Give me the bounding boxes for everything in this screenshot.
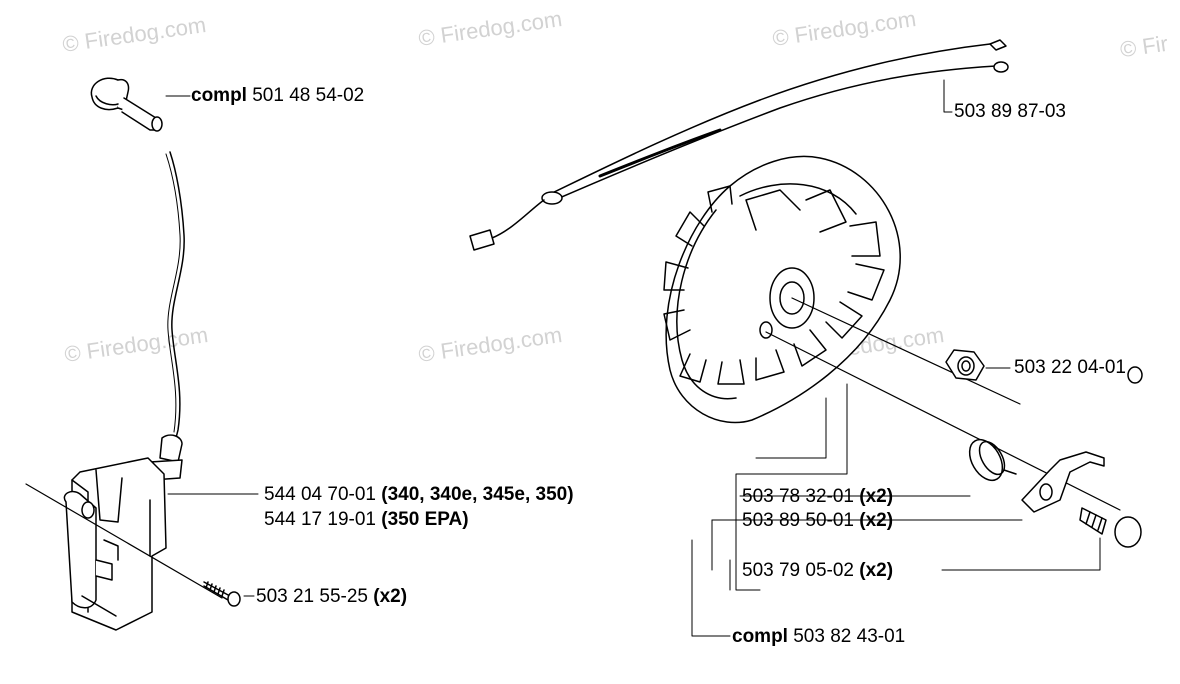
ht-lead — [169, 151, 185, 439]
leader-lines — [165, 79, 1101, 637]
part-number: 544 17 19-01 — [264, 509, 382, 530]
pawl-spring-drawing — [968, 438, 1017, 482]
label-ignition-module-2: 544 17 19-01 (350 EPA) — [264, 509, 469, 531]
label-wire-harness: 503 89 87-03 — [954, 101, 1066, 123]
label-pawl-spring: 503 78 32-01 (x2) — [742, 486, 893, 508]
label-compl: compl — [732, 626, 788, 647]
spark-plug-cap-drawing — [90, 77, 163, 132]
label-nut: 503 22 04-01 — [1014, 357, 1126, 379]
part-number: 501 48 54-02 — [246, 85, 365, 106]
quantity: (x2) — [373, 586, 408, 607]
part-number: 503 89 50-01 — [742, 510, 860, 531]
ignition-module-drawing — [63, 434, 183, 631]
quantity: (x2) — [859, 510, 894, 531]
quantity: (x2) — [859, 486, 894, 507]
label-screw: 503 21 55-25 (x2) — [256, 586, 407, 608]
nut-symbol — [1127, 366, 1143, 384]
part-number: 544 04 70-01 — [264, 484, 382, 505]
label-pawl-pin: 503 79 05-02 (x2) — [742, 560, 893, 582]
pawl-drawing — [1021, 451, 1105, 513]
part-number: 503 78 32-01 — [742, 486, 860, 507]
label-compl: compl — [191, 85, 247, 106]
flywheel-drawing — [663, 155, 901, 424]
pawl-pin-drawing — [1079, 507, 1142, 548]
quantity: (x2) — [859, 560, 894, 581]
part-number: 503 82 43-01 — [787, 626, 906, 647]
part-number: 503 79 05-02 — [742, 560, 860, 581]
label-pawl: 503 89 50-01 (x2) — [742, 510, 893, 532]
label-ignition-module-1: 544 04 70-01 (340, 340e, 345e, 350) — [264, 484, 574, 506]
wire-harness-drawing — [469, 39, 1009, 251]
nut-drawing — [945, 349, 985, 381]
screw-drawing — [203, 581, 241, 607]
part-number: 503 89 87-03 — [954, 101, 1066, 122]
label-flywheel-compl: compl 503 82 43-01 — [732, 626, 905, 648]
label-spark-plug-cap: compl 501 48 54-02 — [191, 85, 364, 107]
model-list: (340, 340e, 345e, 350) — [381, 484, 574, 505]
model-list: (350 EPA) — [381, 509, 469, 530]
part-number: 503 21 55-25 — [256, 586, 374, 607]
part-number: 503 22 04-01 — [1014, 357, 1126, 378]
